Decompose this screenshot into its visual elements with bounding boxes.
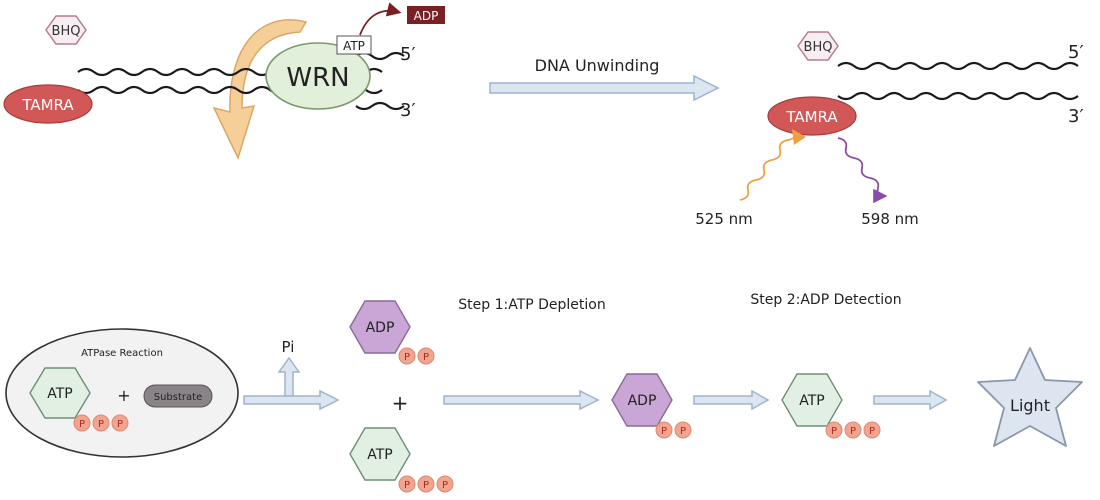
phosphate-circle: [825, 421, 843, 439]
excitation-wave: [739, 129, 806, 201]
tamra-fluorophore: [3, 84, 93, 124]
phosphate-label: P: [850, 426, 856, 437]
phosphate-label: P: [831, 426, 837, 437]
substrate-pill: [143, 384, 213, 408]
pi-release: Pi: [277, 338, 301, 397]
bhq-label: BHQ: [52, 24, 81, 39]
phosphate-circle: [674, 421, 692, 439]
atpase-reaction-title: ATPase Reaction: [81, 348, 163, 359]
bhq-quencher-hexagon: [45, 15, 87, 45]
three-prime-end: 3′: [400, 100, 416, 121]
product-three-prime-end: 3′: [1068, 106, 1084, 127]
substrate-label: Substrate: [154, 392, 202, 403]
phosphate-label: P: [423, 480, 429, 491]
step1-arrow: [443, 389, 600, 411]
five-prime-end: 5′: [400, 44, 416, 65]
phosphate-circle: [398, 347, 416, 365]
phosphate-circle: [92, 414, 110, 432]
adp-hexagon: [611, 373, 673, 427]
product-five-prime-end: 5′: [1068, 42, 1084, 63]
adp-label: ADP: [366, 320, 395, 336]
phosphate-circle: [655, 421, 673, 439]
phosphate-circle: [111, 414, 129, 432]
atp-label: ATP: [799, 393, 824, 409]
atp-tag-label: ATP: [343, 39, 365, 53]
emission-wave: [837, 137, 888, 204]
dna-unwinding-label: DNA Unwinding: [535, 56, 660, 75]
phosphate-circle: [436, 475, 454, 493]
phosphate-circle: [398, 475, 416, 493]
regenerated-atp: ATP P P P: [781, 373, 881, 439]
light-label: Light: [1010, 396, 1050, 415]
dna-unwinding-step: DNA Unwinding: [489, 56, 720, 102]
wrn-enzyme: [265, 42, 371, 110]
phosphate-label: P: [98, 419, 104, 430]
reaction-products: ADP P P + ATP P P P: [349, 300, 454, 493]
remaining-adp: ADP P P: [611, 373, 692, 439]
unwinding-curved-arrow: [212, 19, 308, 161]
atp-hexagon: [349, 427, 411, 481]
light-star: [977, 347, 1083, 447]
product-bottom-strand: [837, 91, 1079, 101]
plus-sign: +: [117, 386, 130, 405]
atpase-reaction-box: ATPase Reaction ATP P P P + Substrate: [5, 328, 239, 458]
pi-release-arrow: [277, 356, 301, 397]
phosphate-circle: [417, 347, 435, 365]
phosphate-label: P: [79, 419, 85, 430]
atp-label: ATP: [367, 447, 392, 463]
product-bhq-hexagon: [797, 31, 839, 61]
adp-hexagon: [349, 300, 411, 354]
phosphate-label: P: [680, 426, 686, 437]
phosphate-circle: [417, 475, 435, 493]
phosphate-label: P: [442, 480, 448, 491]
phosphate-circle: [73, 414, 91, 432]
adp-tag-label: ADP: [414, 9, 439, 23]
atpase-reaction-ellipse: [5, 328, 239, 458]
luminescence-arrow: [873, 389, 948, 411]
phosphate-label: P: [423, 352, 429, 363]
plus-sign: +: [392, 391, 409, 415]
adp-tag: [407, 6, 445, 24]
phosphate-circle: [863, 421, 881, 439]
product-bhq-label: BHQ: [804, 40, 833, 55]
dna-unwinding-arrow: [489, 74, 720, 102]
pi-label: Pi: [282, 338, 295, 356]
phosphate-label: P: [661, 426, 667, 437]
atp-tag: [336, 35, 372, 55]
unwound-product: BHQ TAMRA 5′ 3′ 525 nm 598 nm: [695, 31, 1084, 228]
phosphate-circle: [844, 421, 862, 439]
phosphate-label: P: [404, 352, 410, 363]
dna-bottom-strand-exit: [355, 101, 405, 111]
atp-hexagon: [29, 367, 91, 419]
phosphate-label: P: [869, 426, 875, 437]
atp-hydrolysis-arrow: [359, 2, 402, 36]
step1-label: Step 1:ATP Depletion: [458, 297, 606, 313]
light-output: Light: [977, 347, 1083, 447]
adp-label: ADP: [628, 393, 657, 409]
phosphate-label: P: [404, 480, 410, 491]
phosphate-label: P: [117, 419, 123, 430]
tamra-label: TAMRA: [21, 96, 74, 114]
atp-phosphates: P P P: [73, 414, 129, 432]
excitation-label: 525 nm: [695, 210, 753, 228]
wrn-label: WRN: [286, 63, 349, 93]
step2-arrow: [693, 389, 770, 411]
reaction-output-arrow: [243, 389, 340, 411]
product-tamra-fluorophore: [767, 96, 857, 136]
product-tamra-label: TAMRA: [785, 108, 838, 126]
wrn-duplex-complex: BHQ TAMRA WRN ATP ADP 5′ 3′: [3, 2, 445, 161]
atp-label: ATP: [47, 386, 72, 402]
emission-label: 598 nm: [861, 210, 919, 228]
atp-hexagon: [781, 373, 843, 427]
step2-label: Step 2:ADP Detection: [750, 292, 901, 308]
product-top-strand: [837, 61, 1079, 71]
